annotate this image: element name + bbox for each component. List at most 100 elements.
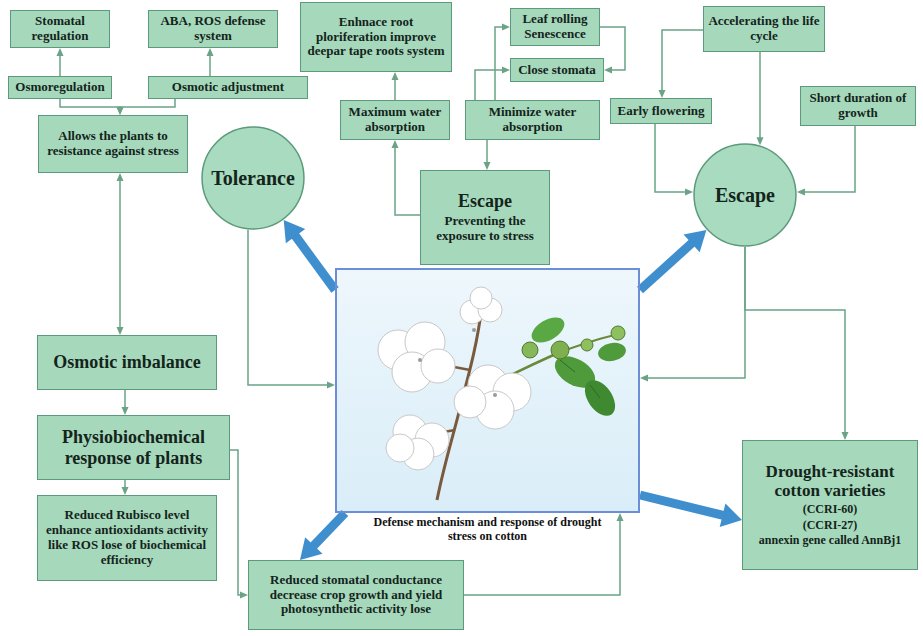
connector-path: [759, 52, 761, 140]
connector-line: [757, 52, 764, 145]
block-arrow-shaft: [292, 231, 335, 290]
node-text: Reduced stomatal conductance decrease cr…: [253, 573, 459, 618]
connector-path: [248, 230, 329, 385]
connector-path: [59, 53, 61, 76]
block-arrow-shaft: [310, 513, 345, 550]
connector-line: [117, 99, 176, 115]
node-text: Maximum water absorption: [345, 105, 445, 135]
tolerance-circle: Tolerance: [201, 126, 305, 230]
node-subtext: annexin gene called AnnBj1: [759, 534, 901, 548]
arrow-head: [684, 230, 707, 252]
varieties-box: Drought-resistant cotton varieties (CCRI-…: [742, 440, 918, 570]
arrow-head: [685, 189, 693, 196]
connector-line: [60, 99, 124, 115]
connector-line: [230, 450, 248, 599]
connector-path: [495, 27, 504, 100]
connector-line: [484, 140, 491, 170]
node-text: Close stomata: [518, 63, 596, 78]
escape-box: EscapePreventing the exposure to stress: [420, 170, 550, 265]
node-subtext: (CCRI-60): [803, 503, 858, 517]
block-arrow-shaft: [640, 239, 696, 290]
arrow-head: [604, 67, 612, 74]
arrow-head: [502, 24, 510, 31]
connector-line: [392, 72, 399, 100]
figure-caption: Defense mechanism and response of drough…: [368, 516, 608, 544]
block-arrow: [300, 513, 345, 560]
node-text: Early flowering: [617, 104, 704, 119]
arrow-head: [720, 504, 742, 527]
block-arrow: [640, 230, 706, 290]
node-text: Escape: [715, 184, 775, 207]
arrow-head: [797, 189, 805, 196]
arrow-head: [122, 407, 129, 415]
connector-path: [119, 179, 121, 330]
arrow-head: [392, 72, 399, 80]
node-text: Short duration of growth: [805, 91, 911, 121]
process-box: ABA, ROS defense system: [148, 10, 278, 48]
arrow-head: [327, 382, 335, 389]
node-text: Osmoregulation: [15, 80, 104, 95]
connector-line: [797, 126, 855, 196]
block-arrow: [284, 220, 335, 290]
connector-path: [395, 146, 420, 215]
block-arrow: [640, 495, 742, 527]
arrow-head: [117, 173, 124, 181]
node-text: Escape: [458, 191, 512, 212]
node-text: Physiobiochemical response of plants: [42, 427, 225, 468]
arrow-head: [284, 220, 305, 243]
process-box: Maximum water absorption: [340, 100, 450, 140]
connector-line: [122, 480, 129, 495]
process-box: Reduced stomatal conductance decrease cr…: [248, 560, 464, 630]
process-box: Close stomata: [510, 58, 604, 82]
arrow-head: [659, 90, 666, 98]
process-box: Physiobiochemical response of plants: [37, 415, 230, 480]
arrow-head: [300, 537, 322, 560]
arrow-head: [117, 327, 124, 335]
process-box: Leaf rolling Senescence: [510, 8, 600, 46]
process-box: Early flowering: [610, 98, 712, 124]
node-text: Drought-resistant cotton varieties: [747, 462, 913, 501]
node-text: Osmotic adjustment: [172, 80, 284, 95]
node-text: Tolerance: [211, 167, 295, 190]
process-box: Accelerating the life cycle: [703, 6, 825, 52]
connector-path: [745, 247, 845, 434]
connector-line: [495, 24, 510, 101]
connector-path: [803, 126, 855, 192]
node-subtext: Preventing the exposure to stress: [425, 214, 545, 244]
arrow-head: [117, 107, 124, 115]
node-text: Minimize water absorption: [470, 105, 595, 135]
connector-line: [640, 247, 745, 382]
process-box: Enhnace root ploriferation improve deepa…: [300, 2, 452, 72]
node-text: Osmotic imbalance: [53, 352, 200, 373]
process-box: Allows the plants to resistance against …: [38, 115, 188, 173]
arrow-head: [757, 137, 764, 145]
process-box: Osmoregulation: [8, 76, 112, 99]
arrow-head: [207, 48, 214, 56]
node-text: Leaf rolling Senescence: [515, 12, 595, 42]
connector-path: [475, 70, 504, 100]
connector-path: [655, 124, 687, 192]
arrow-head: [842, 432, 849, 440]
connector-path: [60, 99, 120, 109]
arrow-head: [392, 140, 399, 148]
connector-path: [124, 390, 126, 409]
arrow-head: [57, 48, 64, 56]
process-box: Osmotic imbalance: [37, 335, 217, 390]
process-box: Stomatal regulation: [10, 10, 110, 48]
connector-path: [646, 247, 745, 378]
escape-circle: Escape: [693, 143, 797, 247]
connector-line: [655, 124, 693, 196]
block-arrow-shaft: [640, 495, 728, 517]
connector-line: [475, 67, 510, 101]
connector-path: [120, 99, 175, 109]
connector-line: [248, 230, 335, 389]
node-text: Accelerating the life cycle: [708, 14, 820, 44]
illustration-box: Defense mechanism and response of drough…: [335, 268, 640, 513]
arrow-head: [122, 487, 129, 495]
process-box: Osmotic adjustment: [148, 76, 308, 99]
connector-path: [486, 140, 488, 164]
connector-line: [392, 140, 421, 215]
process-box: Short duration of growth: [800, 86, 916, 126]
arrow-head: [117, 107, 124, 115]
